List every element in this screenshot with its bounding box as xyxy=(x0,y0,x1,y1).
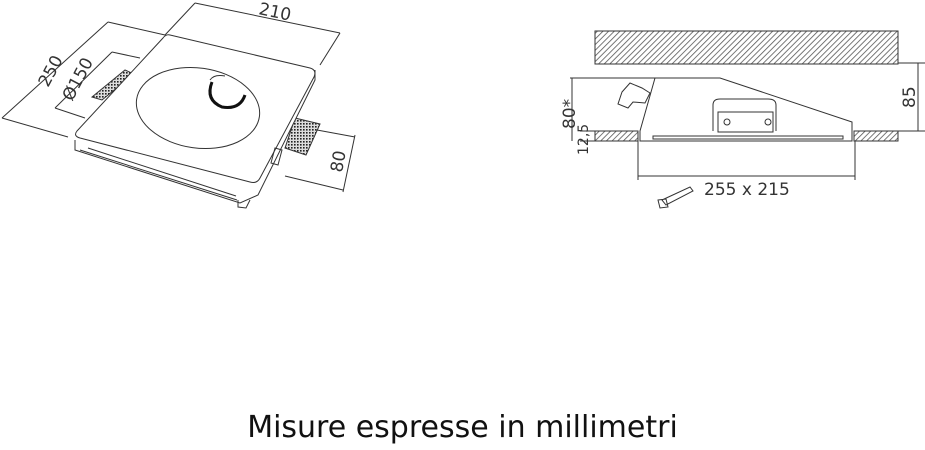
dim-length: 250 xyxy=(35,52,68,90)
technical-drawing: 210 250 Ø150 80 255 x 215 85 80* xyxy=(1,0,925,209)
panel-right xyxy=(853,130,899,142)
units-caption: Misure espresse in millimetri xyxy=(247,410,678,445)
fixture-body xyxy=(639,77,853,142)
section-view: 255 x 215 85 80* 12,5 xyxy=(560,30,925,209)
dim-panel: 12,5 xyxy=(576,124,592,155)
dim-cutout: 255 x 215 xyxy=(704,180,790,200)
dim-width: 210 xyxy=(257,0,293,26)
isometric-view: 210 250 Ø150 80 xyxy=(1,0,356,209)
dimension-lines xyxy=(1,2,356,193)
connector xyxy=(617,82,651,109)
dim-height: 80 xyxy=(327,149,350,174)
light-opening xyxy=(135,66,261,150)
right-grill xyxy=(284,117,321,156)
ceiling-slab xyxy=(594,30,899,65)
dim-clearance: 85 xyxy=(900,86,920,108)
dim-recess: 80* xyxy=(560,99,580,129)
lamp-eyelid xyxy=(208,81,247,109)
dimension-lines xyxy=(570,62,925,180)
panel-left xyxy=(594,130,639,142)
tool-icon xyxy=(657,186,694,209)
